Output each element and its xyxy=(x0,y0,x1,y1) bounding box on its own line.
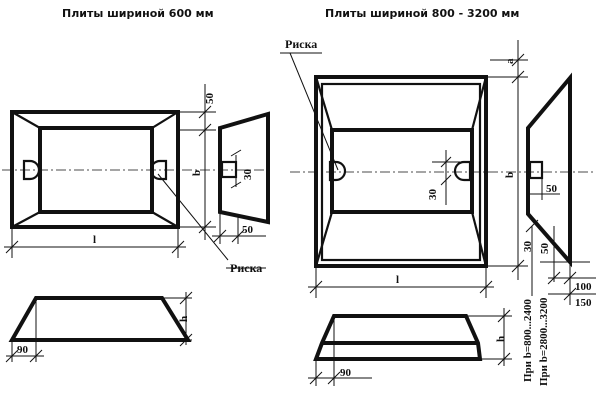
dim-100: 100 xyxy=(575,281,592,293)
dim-30-inner: 30 xyxy=(427,189,439,201)
dims-right-plan: a b l xyxy=(308,40,528,298)
riska-leader-right xyxy=(289,52,339,171)
dim-30-bottom: 30 xyxy=(522,241,534,253)
dim-h-right: h xyxy=(495,336,507,342)
plate-wide-plan: 30 xyxy=(314,75,488,268)
dim-b-left: b xyxy=(191,170,203,176)
dim-90-right: 90 xyxy=(340,367,352,379)
dim-30-side: 30 xyxy=(242,169,254,181)
riska-label-left: Риска xyxy=(230,261,262,275)
dim-a-right: a xyxy=(504,58,516,64)
dims-left-plan: 50 b l xyxy=(4,84,216,258)
title-right: Плиты шириной 800 - 3200 мм xyxy=(325,7,519,20)
plate-wide-section: 50 30 50 100 150 xyxy=(522,72,596,309)
dim-50-side: 50 xyxy=(242,224,254,236)
note-b-800-2400: При b=800...2400 xyxy=(522,299,534,382)
dim-50-side-right: 50 xyxy=(546,183,558,195)
dim-150: 150 xyxy=(575,297,592,309)
dim-50-bottom: 50 xyxy=(539,243,551,255)
note-b-2800-3200: При b=2800...3200 xyxy=(538,297,550,386)
title-left: Плиты шириной 600 мм xyxy=(62,7,214,20)
dim-l-right: l xyxy=(396,274,399,286)
plate-600-elevation: h 90 xyxy=(5,291,193,363)
dim-b-right: b xyxy=(504,172,516,178)
riska-label-right: Риска xyxy=(285,37,317,51)
plate-wide-elevation: h 90 xyxy=(308,308,512,386)
riska-leader-left xyxy=(157,173,229,261)
dim-h-left: h xyxy=(178,316,190,322)
plate-600-section: 30 50 xyxy=(212,111,270,244)
dim-l-left: l xyxy=(93,234,96,246)
dim-50-top: 50 xyxy=(204,93,216,105)
plate-600-plan xyxy=(10,110,180,229)
dim-90-left: 90 xyxy=(17,344,29,356)
